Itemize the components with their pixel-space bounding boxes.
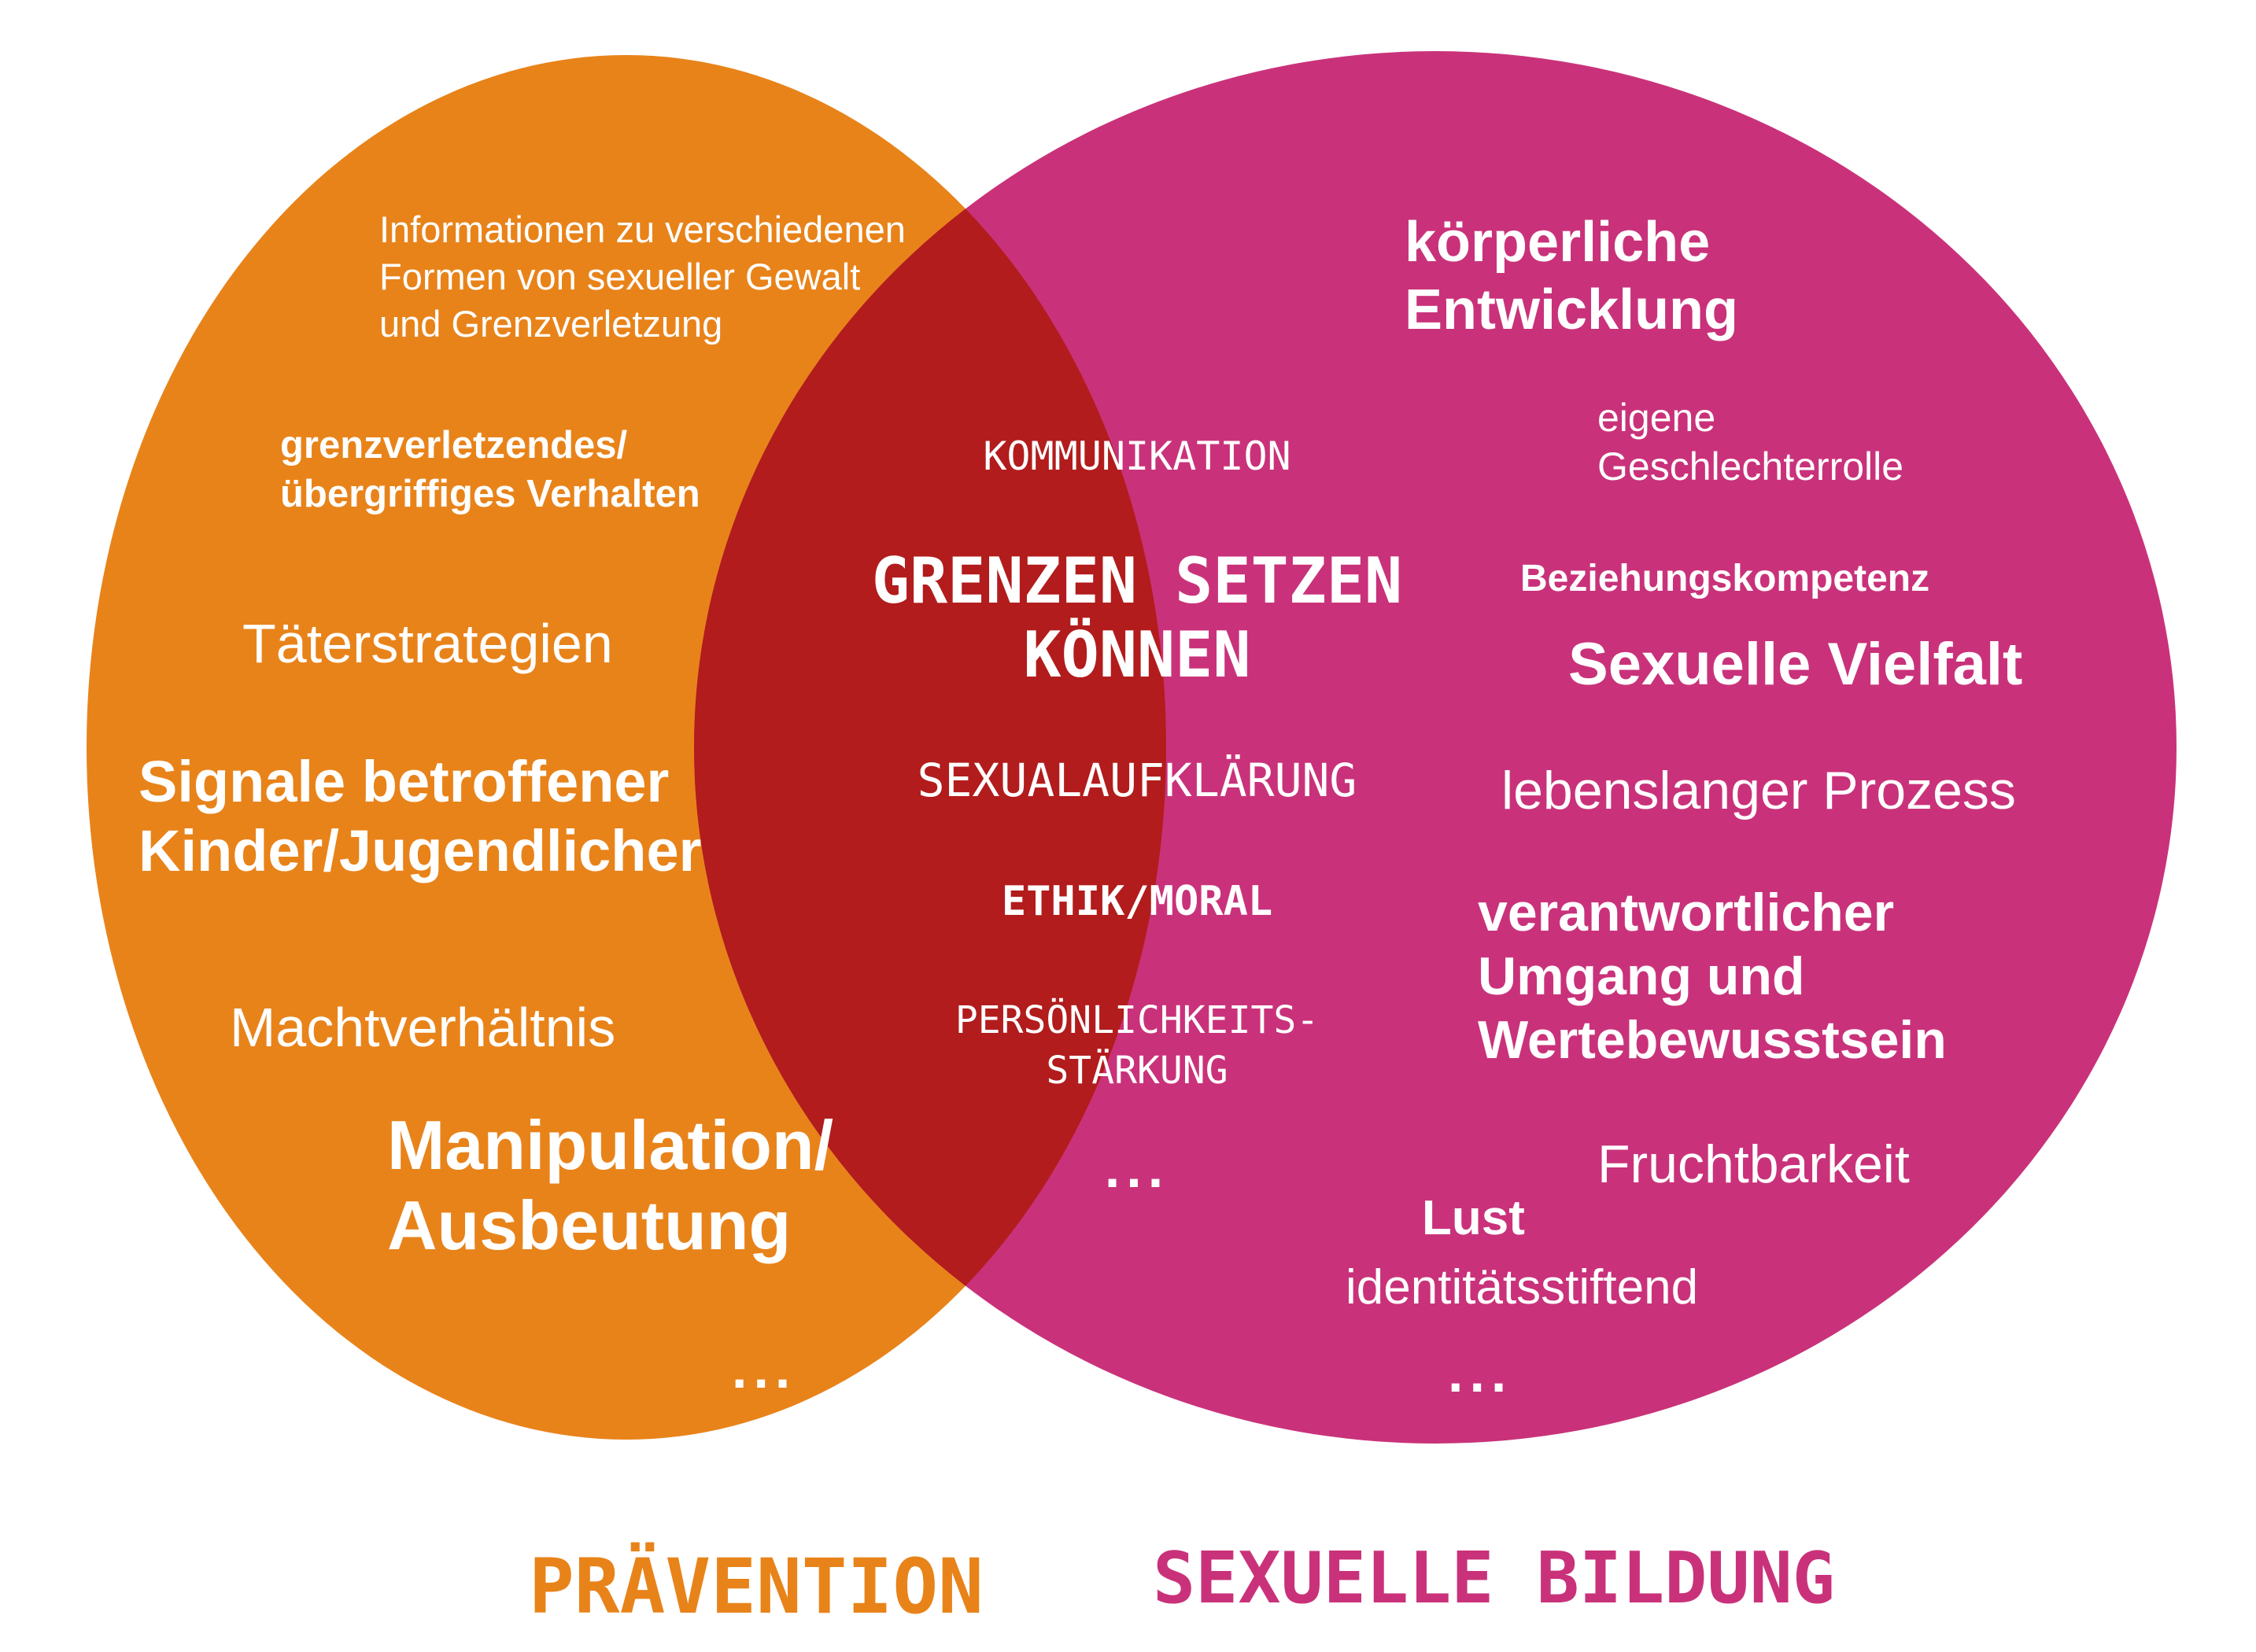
left-item-manipulation: Manipulation/ Ausbeutung [387,1106,834,1264]
right-item-identitaetsstiftend: identitätsstiftend [1346,1260,1699,1315]
right-item-lebenslanger-prozess: lebenslanger Prozess [1501,761,2016,820]
praevention-label: PRÄVENTION [529,1543,984,1631]
left-item-signale: Signale betroffener Kinder/Jugendlicher [138,749,702,883]
left-item-grenzverletzendes: grenzverletzendes/ übergriffiges Verhalt… [280,424,700,515]
left-item-informationen: Informationen zu verschiedenen Formen vo… [379,208,906,345]
right-item-verantwortlicher-umgang: verantwortlicher Umgang und Wertebewusst… [1478,883,1947,1070]
right-item-beziehungskompetenz: Beziehungskompetenz [1520,558,1930,599]
right-item-koerperliche-entwicklung: körperliche Entwicklung [1405,211,1739,341]
right-item-ellipsis: ... [1448,1342,1513,1403]
right-item-fruchtbarkeit: Fruchtbarkeit [1597,1134,1910,1194]
overlap-region [694,55,1166,1440]
center-item-persoenlichkeitsstaerkung: PERSÖNLICHKEITS- STÄRKUNG [954,998,1320,1093]
sexuelle-bildung-label: SEXUELLE BILDUNG [1153,1537,1835,1620]
right-item-lust: Lust [1422,1191,1525,1245]
center-item-ethik-moral: ETHIK/MORAL [1001,878,1273,925]
left-item-taeterstrategien: Täterstrategien [242,613,613,674]
center-item-kommunikation: KOMMUNIKATION [983,433,1291,479]
left-item-ellipsis: ... [732,1338,797,1399]
left-item-machtverhaeltnis: Machtverhältnis [230,997,616,1058]
center-item-ellipsis: ... [1104,1138,1170,1199]
right-item-sexuelle-vielfalt: Sexuelle Vielfalt [1568,631,2023,698]
right-item-geschlechterrolle: eigene Geschlechterrolle [1597,396,1904,489]
center-item-sexualaufklaerung: SEXUALAUFKLÄRUNG [917,754,1357,807]
center-item-grenzen-setzen: GRENZEN SETZEN KÖNNEN [871,544,1403,691]
